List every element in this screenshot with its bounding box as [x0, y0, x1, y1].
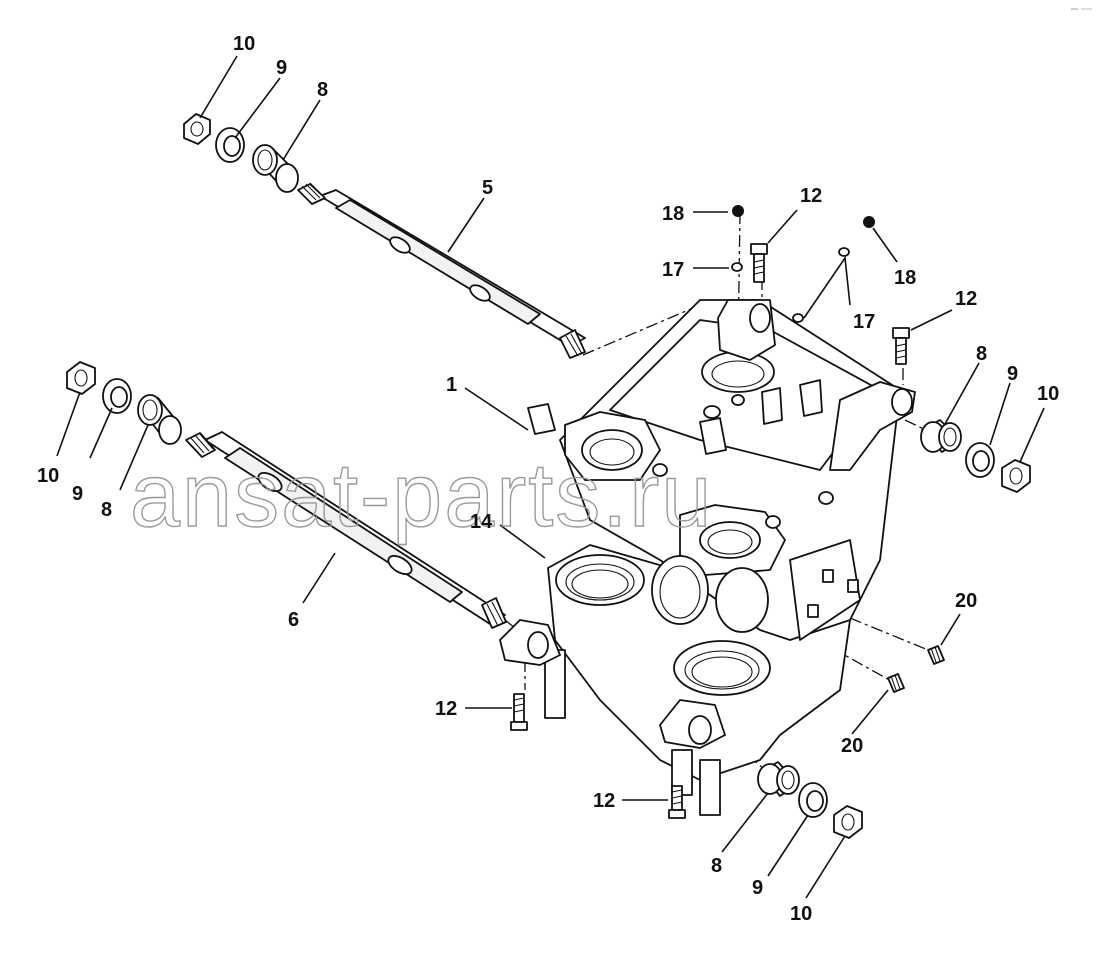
callout-18: 18	[662, 203, 684, 225]
screw-20-bottom	[887, 673, 905, 693]
callout-9: 9	[752, 877, 763, 899]
callout-18: 18	[894, 267, 916, 289]
callout-12: 12	[955, 288, 977, 310]
washer-9-top	[215, 127, 245, 163]
shaft-6	[185, 431, 507, 629]
callout-9: 9	[1007, 363, 1018, 385]
nut-10-bottom	[833, 805, 863, 839]
callout-9: 9	[276, 57, 287, 79]
callout-17: 17	[662, 259, 684, 281]
bolt-12-bottom	[668, 785, 686, 819]
nut-10-left	[66, 361, 96, 395]
callout-12: 12	[800, 185, 822, 207]
screw-20-right	[927, 645, 945, 665]
nut-10-right	[1001, 459, 1031, 493]
watermark-text: ansat-parts.ru	[130, 446, 713, 546]
ball-18-top	[732, 205, 744, 217]
leader-lines	[56, 55, 1045, 899]
bushing-8-right	[920, 419, 962, 453]
shaft-5	[297, 182, 586, 359]
callout-8: 8	[976, 343, 987, 365]
callout-6: 6	[288, 609, 299, 631]
bolt-12-top	[750, 243, 768, 283]
bolt-12-left	[510, 693, 528, 731]
valve-housing	[499, 299, 916, 816]
callout-9: 9	[72, 483, 83, 505]
bushing-8-bottom	[757, 761, 800, 797]
callout-20: 20	[841, 735, 863, 757]
callout-20: 20	[955, 590, 977, 612]
spring-17-right-a	[838, 247, 850, 257]
washer-9-right	[965, 442, 995, 478]
callout-10: 10	[790, 903, 812, 925]
spring-17-top	[731, 262, 743, 272]
callout-labels: 10 9 8 5 18 12 18 17 17 12 8 9 10 1 10 9…	[37, 33, 1059, 925]
washer-9-bottom	[798, 782, 828, 818]
callout-8: 8	[711, 855, 722, 877]
callout-17: 17	[853, 311, 875, 333]
callout-1: 1	[446, 374, 457, 396]
callout-10: 10	[233, 33, 255, 55]
spring-17-right-b	[792, 313, 804, 323]
washer-9-left	[102, 378, 132, 414]
callout-5: 5	[482, 177, 493, 199]
callout-12: 12	[593, 790, 615, 812]
nut-10-top	[183, 113, 211, 145]
callout-10: 10	[37, 465, 59, 487]
callout-12: 12	[435, 698, 457, 720]
bolt-12-right	[892, 327, 910, 365]
callout-8: 8	[317, 79, 328, 101]
callout-10: 10	[1037, 383, 1059, 405]
bushing-8-left	[137, 394, 182, 445]
callout-8: 8	[101, 499, 112, 521]
bushing-8-top	[252, 144, 299, 193]
ball-18-right	[863, 216, 875, 228]
callout-14: 14	[470, 511, 493, 533]
